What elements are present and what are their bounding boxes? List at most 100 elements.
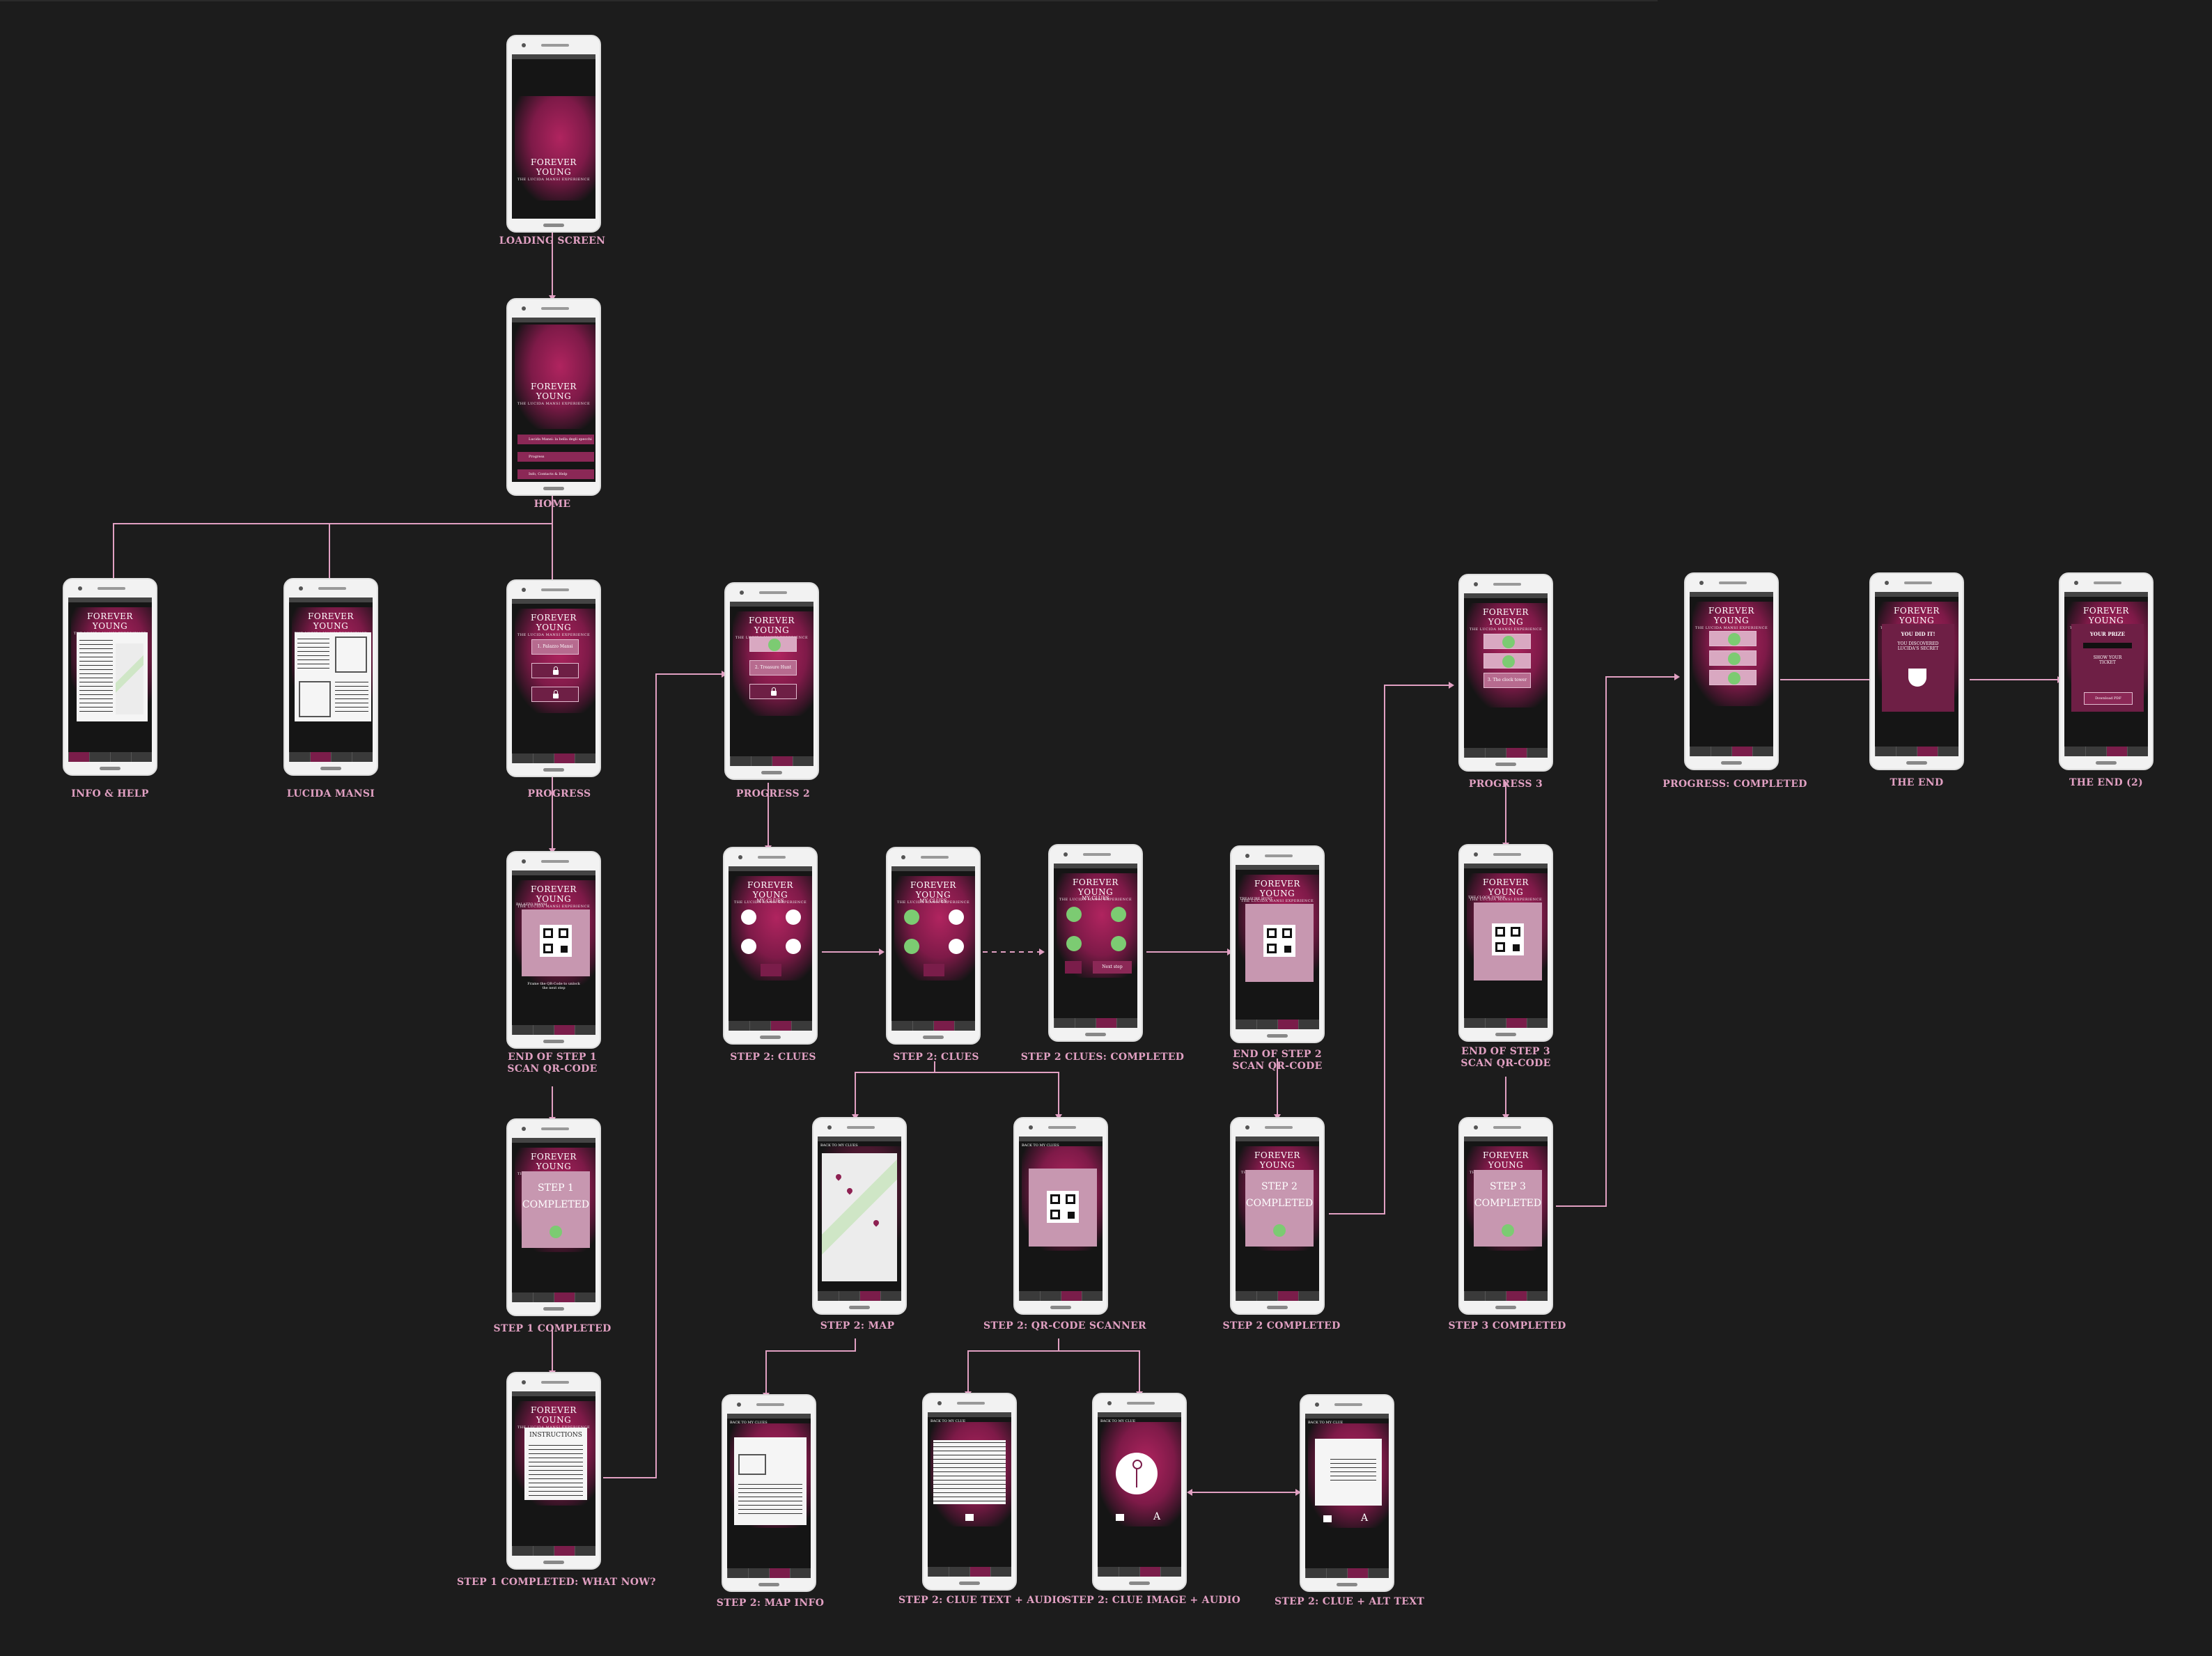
phone-step2-qr-scanner[interactable]: BACK TO MY CLUES [1013, 1117, 1108, 1315]
clue-locked[interactable] [949, 909, 964, 925]
progress-step-done[interactable] [749, 636, 797, 652]
clue-locked[interactable] [949, 939, 964, 954]
nav-bar[interactable] [512, 1546, 595, 1556]
nav-bar[interactable] [818, 1291, 901, 1301]
nav-bar[interactable] [1054, 1018, 1137, 1028]
clue-solved[interactable] [1111, 936, 1126, 951]
clue-solved[interactable] [904, 909, 919, 925]
map-button[interactable] [1065, 961, 1082, 974]
progress-step-done[interactable] [1709, 650, 1757, 666]
clue-solved[interactable] [1111, 907, 1126, 922]
audio-icon[interactable] [1323, 1515, 1332, 1522]
audio-icon[interactable] [1116, 1514, 1124, 1521]
nav-bar[interactable] [289, 752, 373, 762]
nav-bar[interactable] [1236, 1291, 1319, 1301]
clue-locked[interactable] [786, 909, 801, 925]
clue-locked[interactable] [786, 939, 801, 954]
back-to-clues-link[interactable]: BACK TO MY CLUES [820, 1143, 858, 1148]
menu-button-info[interactable]: Info, Contacts & Help [517, 469, 594, 479]
nav-bar[interactable] [2064, 747, 2148, 756]
nav-bar[interactable] [730, 756, 813, 766]
clue-solved[interactable] [1066, 936, 1082, 951]
back-to-clues-link[interactable]: BACK TO MY CLUES [730, 1421, 768, 1425]
progress-step-2[interactable]: 2. Treasure Hunt [749, 660, 797, 675]
label-step2-qr: STEP 2: QR-CODE SCANNER [983, 1320, 1146, 1331]
nav-bar[interactable] [1236, 1020, 1319, 1029]
qr-scanner-frame[interactable] [1029, 1169, 1097, 1247]
nav-bar[interactable] [512, 1292, 595, 1302]
progress-step-done[interactable] [1709, 670, 1757, 685]
phone-step2-map-info[interactable]: BACK TO MY CLUES [722, 1394, 816, 1592]
nav-bar[interactable] [1019, 1291, 1103, 1301]
alt-text-icon[interactable]: A [1361, 1513, 1369, 1524]
clue-locked[interactable] [741, 939, 756, 954]
menu-button-lucida[interactable]: Lucida Mansi: la bella degli specchi [517, 435, 594, 444]
download-pdf-button[interactable]: Download PDF [2084, 692, 2133, 705]
nav-bar[interactable] [928, 1567, 1011, 1577]
alt-text-icon[interactable]: A [1153, 1511, 1161, 1522]
label-the-end: THE END [1890, 777, 1944, 788]
clue-image[interactable] [1116, 1453, 1158, 1494]
nav-bar[interactable] [891, 1021, 975, 1031]
phone-step2-clue-image[interactable]: BACK TO MY CLUE A [1092, 1393, 1187, 1591]
next-step-button[interactable]: Next step [1093, 961, 1132, 974]
back-to-clues-link[interactable]: BACK TO MY CLUES [1022, 1143, 1059, 1148]
nav-bar[interactable] [1464, 1291, 1548, 1301]
back-to-clue-link[interactable]: BACK TO MY CLUE [1308, 1421, 1343, 1425]
nav-bar[interactable] [729, 1021, 812, 1031]
edge-clues2-map-qr [855, 1061, 1059, 1114]
nav-bar[interactable] [1690, 747, 1773, 756]
clue-solved[interactable] [1066, 907, 1082, 922]
nav-bar[interactable] [727, 1568, 811, 1578]
clue-locked[interactable] [741, 909, 756, 925]
nav-bar[interactable] [68, 752, 152, 762]
back-to-clue-link[interactable]: BACK TO MY CLUE [1100, 1419, 1136, 1423]
image-placeholder [738, 1454, 766, 1475]
phone-step2-map[interactable]: BACK TO MY CLUES [812, 1117, 907, 1315]
back-to-clue-link[interactable]: BACK TO MY CLUE [930, 1419, 966, 1423]
map-pin-icon[interactable] [846, 1187, 854, 1195]
map-pin-icon[interactable] [834, 1173, 843, 1181]
map-pin-icon[interactable] [872, 1219, 880, 1227]
map-button[interactable] [761, 964, 781, 976]
progress-step-done[interactable] [1709, 631, 1757, 646]
progress-step-1[interactable]: 1. Palazzo Mansi [531, 639, 579, 655]
nav-bar[interactable] [512, 1025, 595, 1035]
progress-step-done[interactable] [1483, 634, 1531, 649]
map-button[interactable] [924, 964, 944, 976]
map-thumbnail [116, 643, 143, 714]
clue-solved[interactable] [904, 939, 919, 954]
nav-bar[interactable] [1875, 747, 1958, 756]
nav-bar[interactable] [1098, 1567, 1181, 1577]
nav-bar[interactable] [1305, 1568, 1389, 1578]
nav-bar[interactable] [1464, 748, 1548, 758]
phone-step2-clue-text[interactable]: BACK TO MY CLUE [922, 1393, 1017, 1591]
progress-step-3[interactable]: 3. The clock tower [1483, 673, 1531, 688]
phone-step2-clue-alt[interactable]: BACK TO MY CLUE A [1300, 1394, 1394, 1592]
menu-button-progress[interactable]: Progress [517, 452, 594, 462]
audio-icon[interactable] [965, 1514, 974, 1521]
nav-bar[interactable] [1464, 1018, 1548, 1028]
map-view[interactable] [822, 1153, 897, 1281]
nav-bar[interactable] [512, 753, 595, 763]
progress-step-done[interactable] [1483, 653, 1531, 669]
